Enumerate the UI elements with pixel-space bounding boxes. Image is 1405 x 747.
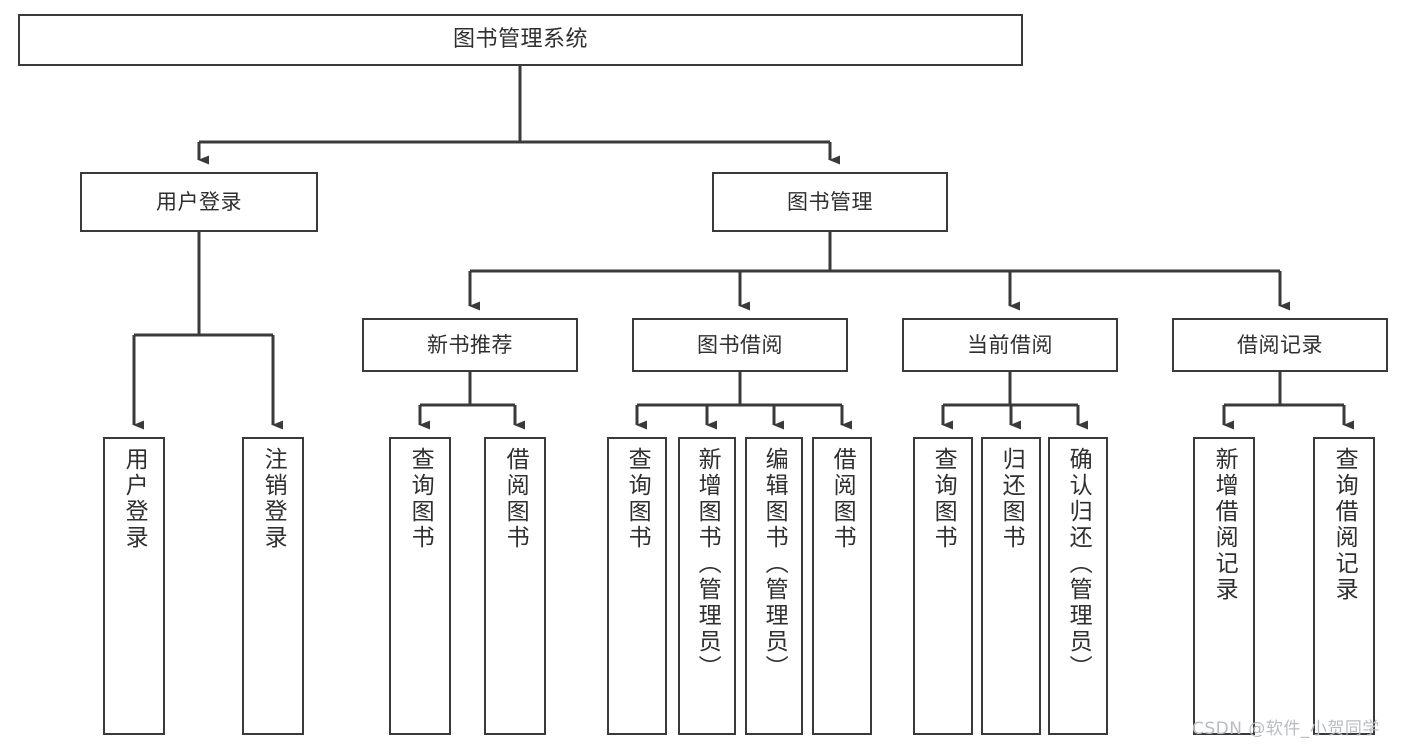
node-leaf-query-book-recommend[interactable]: 查询图书	[389, 437, 451, 735]
node-label: 查询图书	[624, 447, 651, 551]
node-label: 借阅图书	[829, 447, 856, 551]
node-leaf-add-borrow-record[interactable]: 新增借阅记录	[1193, 437, 1255, 735]
node-leaf-borrow-book[interactable]: 借阅图书	[812, 437, 872, 735]
node-leaf-query-book-current[interactable]: 查询图书	[913, 437, 973, 735]
node-book-manage[interactable]: 图书管理	[712, 172, 948, 232]
node-label: 新增图书（管理员）	[694, 447, 721, 681]
node-label: 用户登录	[156, 189, 242, 214]
node-label: 当前借阅	[967, 332, 1053, 357]
node-leaf-confirm-return[interactable]: 确认归还（管理员）	[1048, 437, 1108, 735]
node-label: 图书管理系统	[452, 27, 588, 53]
node-label: 借阅图书	[502, 447, 529, 551]
node-leaf-borrow-book-recommend[interactable]: 借阅图书	[484, 437, 546, 735]
node-leaf-user-login[interactable]: 用户登录	[103, 437, 165, 735]
node-user-login[interactable]: 用户登录	[80, 172, 318, 232]
node-label: 图书管理	[787, 189, 873, 214]
node-leaf-add-book[interactable]: 新增图书（管理员）	[678, 437, 736, 735]
node-label: 查询图书	[930, 447, 957, 551]
node-borrow-record[interactable]: 借阅记录	[1172, 318, 1388, 372]
node-current-borrow[interactable]: 当前借阅	[902, 318, 1118, 372]
node-leaf-return-book[interactable]: 归还图书	[981, 437, 1041, 735]
node-label: 用户登录	[121, 447, 148, 551]
node-book-borrow[interactable]: 图书借阅	[632, 318, 848, 372]
node-label: 借阅记录	[1237, 332, 1323, 357]
node-label: 新书推荐	[427, 332, 513, 357]
node-label: 查询借阅记录	[1331, 447, 1358, 603]
node-label: 确认归还（管理员）	[1065, 447, 1092, 681]
node-label: 归还图书	[998, 447, 1025, 551]
node-label: 新增借阅记录	[1211, 447, 1238, 603]
node-new-book-recommend[interactable]: 新书推荐	[362, 318, 578, 372]
node-label: 注销登录	[260, 447, 287, 551]
node-label: 查询图书	[407, 447, 434, 551]
node-leaf-query-borrow-record[interactable]: 查询借阅记录	[1313, 437, 1375, 735]
node-label: 编辑图书（管理员）	[761, 447, 788, 681]
node-leaf-logout[interactable]: 注销登录	[242, 437, 304, 735]
node-label: 图书借阅	[697, 332, 783, 357]
node-leaf-edit-book[interactable]: 编辑图书（管理员）	[745, 437, 803, 735]
node-root-system[interactable]: 图书管理系统	[18, 14, 1023, 66]
node-leaf-query-book-borrow[interactable]: 查询图书	[607, 437, 667, 735]
csdn-watermark: CSDN @软件_小贺同学	[1192, 719, 1380, 739]
